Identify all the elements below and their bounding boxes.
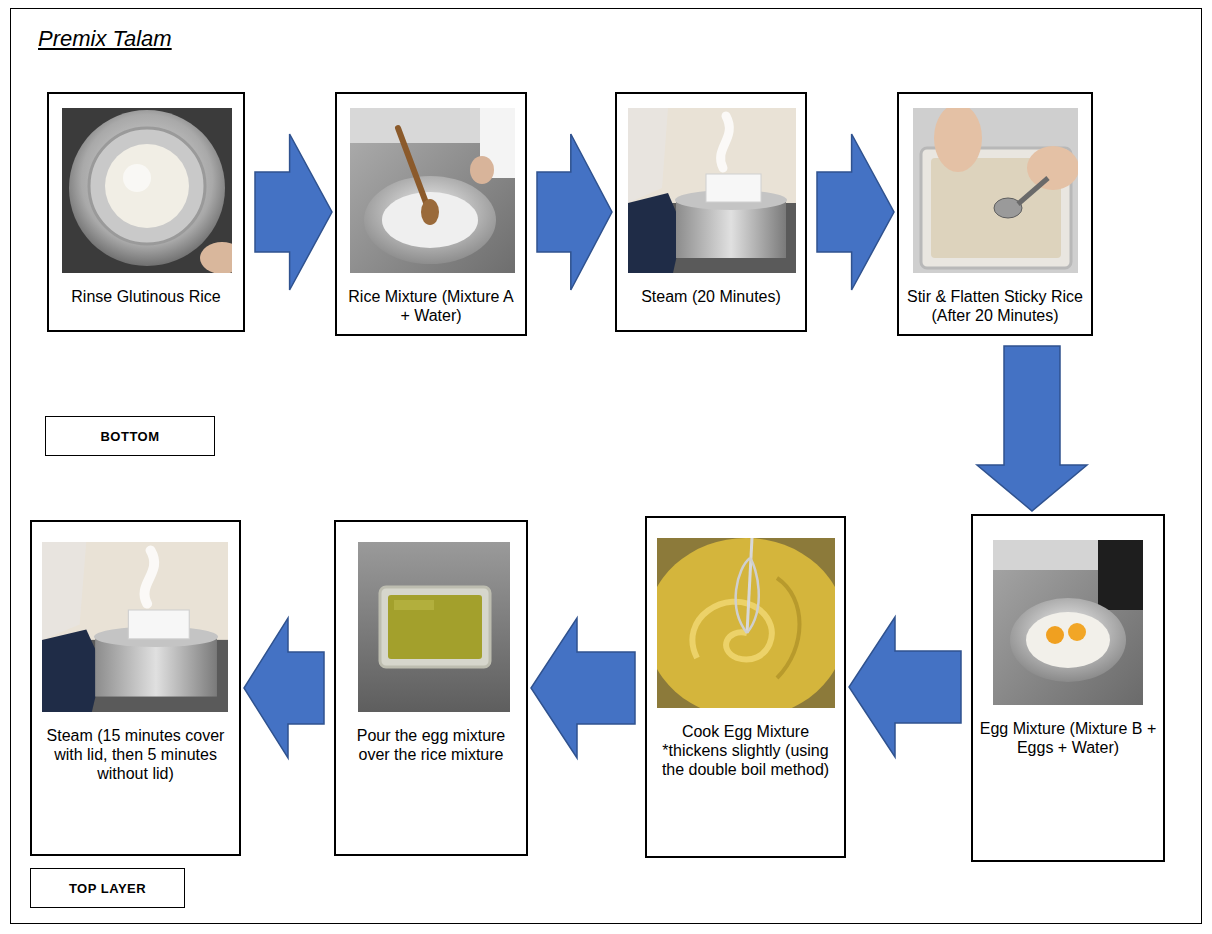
flow-arrow	[849, 617, 961, 757]
process-box: Rice Mixture (Mixture A + Water)	[335, 92, 527, 336]
spoon-head	[421, 199, 439, 225]
diagram-title: Premix Talam	[38, 26, 172, 52]
container	[128, 610, 189, 639]
background	[350, 108, 515, 273]
container	[706, 174, 761, 202]
bowl	[364, 176, 496, 264]
cloth	[42, 630, 103, 712]
bowl	[1010, 598, 1126, 682]
background	[993, 540, 1143, 705]
photo-steam-top	[42, 542, 228, 712]
step-caption: Steam (20 Minutes)	[623, 287, 799, 306]
process-box: Cook Egg Mixture *thickens slightly (usi…	[645, 516, 846, 858]
photo-cook	[657, 538, 835, 708]
layer-label: BOTTOM	[100, 429, 159, 444]
shine	[394, 600, 434, 610]
egg-layer	[388, 595, 482, 659]
flow-arrow	[537, 134, 612, 290]
cloth	[628, 193, 683, 273]
process-box: Rinse Glutinous Rice	[47, 92, 245, 332]
yolk	[1068, 623, 1086, 641]
towel	[628, 108, 668, 203]
step-caption: Rice Mixture (Mixture A + Water)	[343, 287, 519, 325]
process-box: Stir & Flatten Sticky Rice (After 20 Min…	[897, 92, 1093, 336]
hand	[1027, 146, 1078, 190]
step-caption: Rinse Glutinous Rice	[55, 287, 237, 306]
photo-rice-mixture	[350, 108, 515, 273]
process-box: Pour the egg mixture over the rice mixtu…	[334, 520, 528, 856]
flow-arrow	[977, 346, 1087, 511]
hand	[200, 242, 232, 273]
steam	[144, 550, 154, 604]
bowl	[69, 110, 225, 266]
layer-label-box: TOP LAYER	[30, 868, 185, 908]
yolk	[1046, 626, 1064, 644]
wall	[42, 542, 228, 712]
step-caption: Cook Egg Mixture *thickens slightly (usi…	[653, 722, 838, 780]
swirl	[777, 578, 800, 678]
flour	[1026, 612, 1110, 668]
hand	[470, 156, 494, 184]
sieve	[89, 128, 205, 244]
background	[358, 542, 510, 712]
hand	[934, 108, 982, 172]
layer-label-box: BOTTOM	[45, 416, 215, 456]
container	[380, 587, 490, 667]
flow-arrow	[244, 618, 324, 758]
process-box: Egg Mixture (Mixture B + Eggs + Water)	[971, 514, 1165, 862]
rice	[105, 144, 189, 228]
step-caption: Egg Mixture (Mixture B + Eggs + Water)	[979, 719, 1157, 757]
photo-rinse	[62, 108, 232, 273]
wall	[628, 108, 796, 273]
step-caption: Steam (15 minutes cover with lid, then 5…	[38, 726, 233, 784]
whisk	[747, 538, 752, 633]
spoon-handle	[1018, 178, 1048, 204]
whisk	[736, 558, 759, 633]
photo-egg-mixture	[993, 540, 1143, 705]
photo-pour	[358, 542, 510, 712]
towel	[42, 542, 86, 640]
mixture	[382, 192, 478, 248]
process-box: Steam (20 Minutes)	[615, 92, 807, 332]
flow-arrow	[531, 618, 635, 758]
rice-shine	[123, 164, 151, 192]
process-box: Steam (15 minutes cover with lid, then 5…	[30, 520, 241, 856]
layer-label: TOP LAYER	[69, 881, 146, 896]
photo-flatten	[913, 108, 1078, 273]
step-caption: Pour the egg mixture over the rice mixtu…	[342, 726, 520, 764]
flow-arrow	[255, 134, 332, 290]
steam	[721, 116, 730, 168]
flow-arrow	[817, 134, 894, 290]
sleeve	[1098, 540, 1143, 610]
step-caption: Stir & Flatten Sticky Rice (After 20 Min…	[905, 287, 1085, 325]
egg-mixture	[657, 538, 835, 708]
photo-steam	[628, 108, 796, 273]
spoon-handle	[398, 128, 428, 208]
swirl	[692, 602, 771, 660]
